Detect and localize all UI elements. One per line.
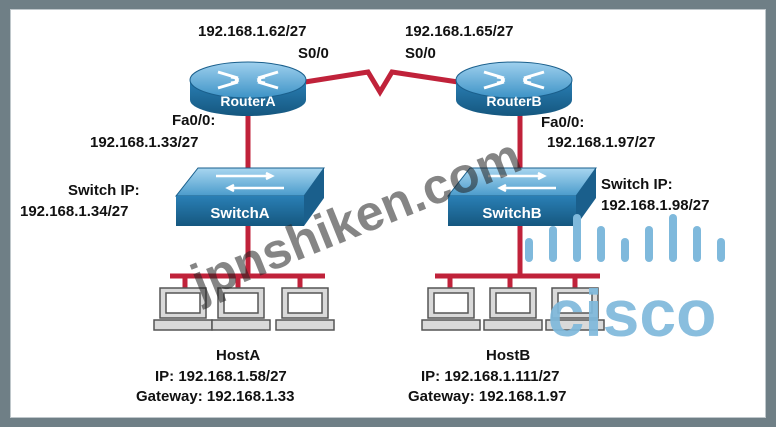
switch-b-ip-label: Switch IP: bbox=[601, 176, 673, 193]
host-a-ip: IP: 192.168.1.58/27 bbox=[155, 368, 287, 385]
pcs-host-a-icon bbox=[153, 287, 335, 331]
router-a-label: RouterA bbox=[220, 93, 275, 109]
host-b-gateway: Gateway: 192.168.1.97 bbox=[408, 388, 567, 405]
host-a-name: HostA bbox=[216, 347, 261, 364]
router-a-serial-ip: 192.168.1.62/27 bbox=[198, 23, 307, 40]
pcs-host-b-icon bbox=[421, 287, 605, 331]
switch-b-ip: 192.168.1.98/27 bbox=[601, 197, 710, 214]
router-b-icon bbox=[455, 61, 573, 116]
host-a-gateway: Gateway: 192.168.1.33 bbox=[136, 388, 295, 405]
router-b-label: RouterB bbox=[486, 93, 541, 109]
host-b-name: HostB bbox=[486, 347, 531, 364]
switch-b-icon bbox=[446, 167, 597, 226]
router-a-fa-if: Fa0/0: bbox=[172, 112, 216, 129]
router-b-fa-if: Fa0/0: bbox=[541, 114, 585, 131]
router-a-serial-if: S0/0 bbox=[298, 45, 329, 62]
switch-a-label: SwitchA bbox=[210, 205, 269, 222]
router-b-serial-if: S0/0 bbox=[405, 45, 436, 62]
router-a-icon bbox=[189, 61, 307, 116]
cisco-logo-bars bbox=[525, 214, 725, 262]
links bbox=[170, 69, 600, 288]
router-a-fa-ip: 192.168.1.33/27 bbox=[90, 134, 199, 151]
switch-a-icon bbox=[174, 167, 325, 226]
switch-b-label: SwitchB bbox=[482, 205, 541, 222]
router-b-fa-ip: 192.168.1.97/27 bbox=[547, 134, 656, 151]
switch-a-ip-label: Switch IP: bbox=[68, 182, 140, 199]
switch-a-ip: 192.168.1.34/27 bbox=[20, 203, 129, 220]
serial-link bbox=[304, 69, 459, 97]
router-b-serial-ip: 192.168.1.65/27 bbox=[405, 23, 514, 40]
cisco-logo-text: cisco bbox=[548, 276, 717, 350]
host-b-ip: IP: 192.168.1.111/27 bbox=[421, 368, 560, 385]
